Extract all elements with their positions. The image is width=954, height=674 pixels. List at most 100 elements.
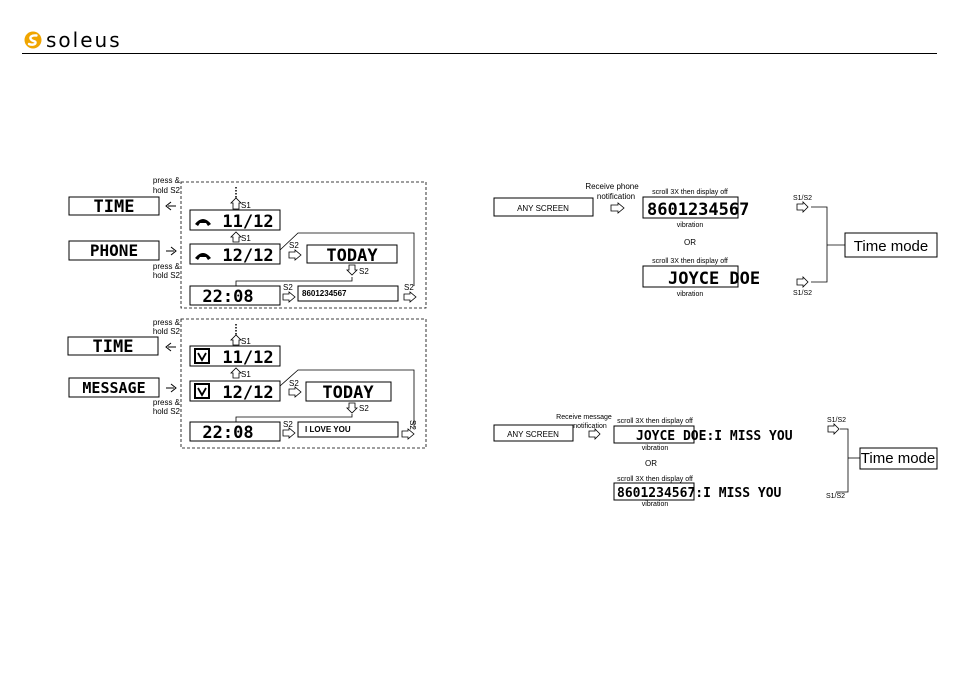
s2-label: S2 xyxy=(283,283,293,292)
today-text: TODAY xyxy=(326,246,378,266)
s1s2-label: S1/S2 xyxy=(826,493,845,500)
message-flow-frame xyxy=(180,318,427,449)
date-box xyxy=(189,209,281,231)
date-box xyxy=(189,380,281,402)
message-text-box xyxy=(297,421,399,438)
left-arrow-icon xyxy=(165,342,176,352)
right-arrow-icon xyxy=(282,291,296,303)
s1s2-label: S1/S2 xyxy=(827,417,846,424)
phone-notification-flow: ANY SCREEN Receive phone notification sc… xyxy=(493,182,938,298)
scroll-label: scroll 3X then display off xyxy=(617,476,693,483)
right-arrow-icon xyxy=(827,423,840,435)
date-text: 12/12 xyxy=(222,246,273,266)
scroll-display-box xyxy=(642,265,739,288)
vibration-label: vibration xyxy=(642,501,669,508)
right-arrow-icon xyxy=(610,202,625,214)
time-box xyxy=(67,336,159,356)
soleus-logo: soleus xyxy=(24,30,122,50)
name-message-scroll-text: JOYCE DOE:I MISS YOU xyxy=(636,429,793,444)
down-arrow-icon xyxy=(346,264,358,276)
message-check-icon xyxy=(194,383,210,399)
any-screen-label: ANY SCREEN xyxy=(517,204,569,213)
scroll-display-box xyxy=(613,425,695,444)
message-notification-flow: ANY SCREEN Receive message notification … xyxy=(493,414,938,508)
or-label: OR xyxy=(684,238,696,247)
right-arrow-icon xyxy=(796,201,809,213)
right-arrow-icon xyxy=(588,428,601,440)
time-display-box xyxy=(189,421,281,442)
today-box xyxy=(305,381,392,402)
receive-label: Receive phone xyxy=(585,182,639,191)
time-box xyxy=(68,196,160,216)
time-label: TIME xyxy=(94,197,135,217)
s2-label: S2 xyxy=(359,267,369,276)
vibration-label: vibration xyxy=(642,445,669,452)
right-arrow-icon xyxy=(166,383,177,393)
time-display: 22:08 xyxy=(202,287,253,307)
time-mode-box xyxy=(844,232,938,258)
receive-label: notification xyxy=(597,192,635,201)
s1-label: S1 xyxy=(241,201,251,210)
down-arrow-icon xyxy=(346,402,358,414)
press-hold-label: hold S2 xyxy=(153,271,181,280)
loop-line xyxy=(279,369,415,428)
message-label: MESSAGE xyxy=(82,379,145,397)
time-mode-label: Time mode xyxy=(861,450,935,467)
right-arrow-icon xyxy=(401,428,415,440)
press-hold-label: hold S2 xyxy=(153,186,181,195)
any-screen-box xyxy=(493,197,594,217)
press-hold-label: press & xyxy=(153,176,181,185)
s2-label: S2 xyxy=(404,283,414,292)
right-arrow-icon xyxy=(288,386,302,398)
receive-label: notification xyxy=(573,423,607,430)
scroll-label: scroll 3X then display off xyxy=(652,189,728,196)
phone-label: PHONE xyxy=(90,241,138,260)
press-hold-label: press & xyxy=(153,318,181,327)
any-screen-label: ANY SCREEN xyxy=(507,430,559,439)
phone-flow-frame xyxy=(180,181,427,309)
up-arrow-icon xyxy=(230,231,242,243)
message-check-icon xyxy=(194,348,210,364)
page-header: soleus xyxy=(0,0,954,60)
press-hold-label: press & xyxy=(153,398,181,407)
s1-label: S1 xyxy=(241,234,251,243)
press-hold-label: hold S2 xyxy=(153,327,181,336)
vibration-label: vibration xyxy=(677,222,704,229)
s2-label: S2 xyxy=(289,241,299,250)
number-scroll-text: 8601234567 xyxy=(647,200,749,220)
scroll-label: scroll 3X then display off xyxy=(617,418,693,425)
bracket-line xyxy=(836,428,849,493)
date-box xyxy=(189,345,281,367)
scroll-display-box xyxy=(613,482,695,501)
s2-label: S2 xyxy=(359,404,369,413)
s1-label: S1 xyxy=(241,370,251,379)
phone-icon xyxy=(195,253,211,260)
soleus-logo-icon xyxy=(24,31,42,49)
connector-line xyxy=(235,277,353,286)
name-scroll-text: JOYCE DOE xyxy=(668,269,760,289)
phone-box xyxy=(68,240,160,261)
phone-icon xyxy=(195,219,211,226)
s1-label: S1 xyxy=(241,337,251,346)
time-mode-box xyxy=(859,447,938,470)
right-arrow-icon xyxy=(282,427,296,439)
any-screen-box xyxy=(493,424,574,442)
right-arrow-icon xyxy=(796,276,809,288)
up-arrow-icon xyxy=(230,197,242,210)
up-arrow-icon xyxy=(230,334,242,346)
date-text: 11/12 xyxy=(222,212,273,232)
right-arrow-icon xyxy=(166,246,177,256)
message-box xyxy=(68,377,160,398)
number-message-scroll-text: 8601234567:I MISS YOU xyxy=(617,486,782,501)
date-box xyxy=(189,243,281,265)
number-text: 8601234567 xyxy=(302,289,347,298)
phone-flow: TIME press & hold S2 PHONE press & hold … xyxy=(68,176,427,309)
press-hold-label: hold S2 xyxy=(153,407,181,416)
scroll-display-box xyxy=(642,196,739,219)
time-display-box xyxy=(189,285,281,306)
brand-name: soleus xyxy=(46,28,122,52)
today-text: TODAY xyxy=(322,383,374,403)
up-arrow-icon xyxy=(230,367,242,379)
date-text: 11/12 xyxy=(222,348,273,368)
